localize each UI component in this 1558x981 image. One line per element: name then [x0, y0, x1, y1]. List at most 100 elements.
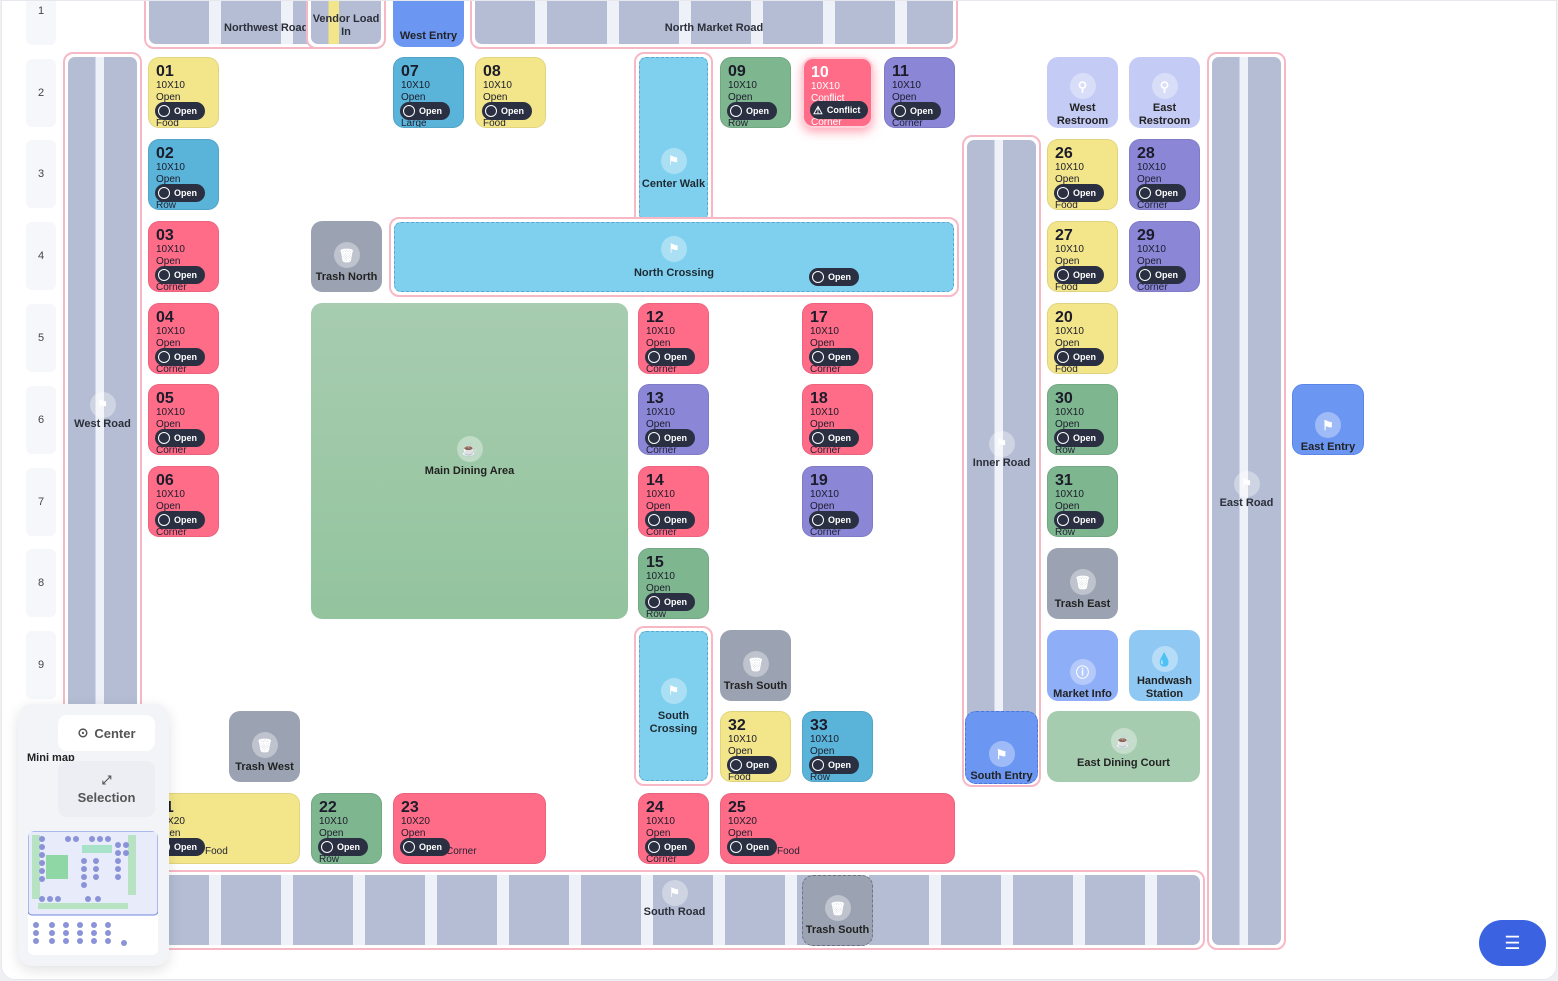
- minimap-preview: [28, 831, 158, 946]
- booth-type: Corner: [810, 364, 841, 374]
- selection-button[interactable]: ⤢ Selection: [58, 761, 155, 817]
- booth-06[interactable]: 06 10X10 Open Corner Open: [148, 466, 219, 537]
- handwash-station[interactable]: 💧 Handwash Station: [1129, 630, 1200, 701]
- booth-number: 31: [1055, 472, 1073, 489]
- status-pill: Open: [891, 102, 942, 120]
- booth-31[interactable]: 31 10X10 Open Row Open: [1047, 466, 1118, 537]
- east-dining-court[interactable]: ☕ East Dining Court: [1047, 711, 1200, 782]
- booth-24[interactable]: 24 10X10 Open Corner Open: [638, 793, 709, 864]
- status-pill: Open: [727, 756, 778, 774]
- status-pill: Open: [809, 511, 860, 529]
- facility-label: Trash East: [1054, 598, 1111, 610]
- booth-number: 25: [728, 799, 746, 816]
- trash-west[interactable]: 🗑 Trash West: [229, 711, 300, 782]
- booth-04[interactable]: 04 10X10 Open Corner Open: [148, 303, 219, 374]
- east-entry[interactable]: ⚑ East Entry: [1292, 384, 1364, 455]
- booth-17[interactable]: 17 10X10 Open Corner Open: [802, 303, 873, 374]
- facility-label: Main Dining Area: [424, 465, 515, 477]
- row-label: 8: [26, 549, 56, 617]
- road-vendor-load-in[interactable]: Vendor Load In: [306, 1, 386, 49]
- booth-10[interactable]: 10 10X10 Conflict Corner ⚠Conflict: [802, 57, 873, 128]
- booth-20[interactable]: 20 10X10 Open Food Open: [1047, 303, 1118, 374]
- trash-east[interactable]: 🗑 Trash East: [1047, 548, 1118, 619]
- trash-south-road[interactable]: 🗑 Trash South: [802, 875, 873, 946]
- booth-14[interactable]: 14 10X10 Open Corner Open: [638, 466, 709, 537]
- facility-label: East Dining Court: [1077, 757, 1170, 769]
- road-label: Inner Road: [972, 457, 1031, 470]
- booth-number: 21: [156, 800, 292, 816]
- booth-status: Open: [483, 92, 508, 103]
- main-dining-area[interactable]: ☕ Main Dining Area: [311, 303, 628, 619]
- road-north-market[interactable]: North Market Road: [470, 1, 958, 49]
- center-button[interactable]: ⊙ Center: [58, 715, 155, 751]
- south-entry[interactable]: ⚑ South Entry: [965, 711, 1038, 784]
- booth-status: Open: [728, 828, 753, 839]
- booth-01[interactable]: 01 10X10 Open Food Open: [148, 57, 219, 128]
- minimap-canvas[interactable]: [28, 831, 158, 955]
- booth-number: 11: [892, 63, 909, 80]
- status-pill: Open: [155, 184, 206, 202]
- booth-28[interactable]: 28 10X10 Open Corner Open: [1129, 139, 1200, 210]
- booth-21[interactable]: 21 10X20 Open Food Open: [148, 793, 300, 864]
- booth-size: 10X20: [401, 816, 430, 827]
- booth-18[interactable]: 18 10X10 Open Corner Open: [802, 384, 873, 455]
- east-restroom[interactable]: ⚲ East Restroom: [1129, 57, 1200, 128]
- booth-33[interactable]: 33 10X10 Open Row Open: [802, 711, 873, 782]
- booth-number: 12: [646, 309, 664, 326]
- booth-09[interactable]: 09 10X10 Open Row Open: [720, 57, 791, 128]
- booth-22[interactable]: 22 10X10 Open Row Open: [311, 793, 382, 864]
- booth-25[interactable]: 25 10X20 Open Food Open: [720, 793, 955, 864]
- market-info[interactable]: ⓘ Market Info: [1047, 630, 1118, 701]
- trash-icon: 🗑: [333, 242, 360, 268]
- west-entry[interactable]: West Entry: [393, 1, 464, 47]
- booth-03[interactable]: 03 10X10 Open Corner Open: [148, 221, 219, 292]
- settings-button[interactable]: ☰: [1479, 920, 1546, 966]
- booth-status: Open: [728, 92, 753, 103]
- road-inner[interactable]: ⚑ Inner Road: [962, 135, 1041, 787]
- trash-south[interactable]: 🗑 Trash South: [720, 630, 791, 701]
- trash-icon: 🗑: [1069, 569, 1096, 595]
- booth-status: Open: [1055, 419, 1080, 430]
- facility-label: Trash West: [235, 761, 294, 773]
- booth-size: 10X10: [646, 489, 675, 500]
- status-pill: Open: [645, 838, 696, 856]
- booth-status: Open: [319, 828, 344, 839]
- west-restroom[interactable]: ⚲ West Restroom: [1047, 57, 1118, 128]
- status-pill: Open: [400, 102, 451, 120]
- road-east[interactable]: ⚑ East Road: [1207, 52, 1286, 950]
- status-pill: Open: [1054, 266, 1105, 284]
- booth-29[interactable]: 29 10X10 Open Corner Open: [1129, 221, 1200, 292]
- road-label: West Road: [74, 418, 131, 431]
- booth-19[interactable]: 19 10X10 Open Corner Open: [802, 466, 873, 537]
- trash-north[interactable]: 🗑 Trash North: [311, 221, 382, 292]
- booth-23[interactable]: 23 10X20 Open Corner Open: [393, 793, 546, 864]
- walkway-north-crossing[interactable]: ⚑ North Crossing Open: [389, 217, 959, 297]
- road-south[interactable]: ⚑ South Road: [144, 870, 1205, 950]
- booth-13[interactable]: 13 10X10 Open Corner Open: [638, 384, 709, 455]
- road-west[interactable]: ⚑ West Road: [63, 52, 142, 792]
- booth-type: Corner: [156, 527, 187, 537]
- booth-07[interactable]: 07 10X10 Open Premium Large Open: [393, 57, 464, 128]
- walkway-south-crossing[interactable]: ⚑ South Crossing: [634, 626, 713, 786]
- booth-size: 10X10: [892, 80, 921, 91]
- booth-size: 10X10: [1055, 407, 1084, 418]
- booth-number: 05: [156, 390, 174, 407]
- booth-26[interactable]: 26 10X10 Open Food Open: [1047, 139, 1118, 210]
- booth-30[interactable]: 30 10X10 Open Row Open: [1047, 384, 1118, 455]
- booth-05[interactable]: 05 10X10 Open Corner Open: [148, 384, 219, 455]
- booth-12[interactable]: 12 10X10 Open Corner Open: [638, 303, 709, 374]
- booth-number: 14: [646, 472, 664, 489]
- booth-32[interactable]: 32 10X10 Open Food Open: [720, 711, 791, 782]
- row-label: 4: [26, 222, 56, 290]
- booth-15[interactable]: 15 10X10 Open Row Open: [638, 548, 709, 619]
- booth-size: 10X10: [810, 734, 839, 745]
- booth-02[interactable]: 02 10X10 Open Row Open: [148, 139, 219, 210]
- booth-27[interactable]: 27 10X10 Open Food Open: [1047, 221, 1118, 292]
- booth-status: Open: [1137, 174, 1162, 185]
- road-label: Northwest Road: [224, 22, 309, 34]
- booth-11[interactable]: 11 10X10 Open Corner Open: [884, 57, 955, 128]
- walkway-center-walk[interactable]: ⚑ Center Walk: [634, 52, 713, 226]
- booth-08[interactable]: 08 10X10 Open Food Open: [475, 57, 546, 128]
- row-label: 2: [26, 59, 56, 127]
